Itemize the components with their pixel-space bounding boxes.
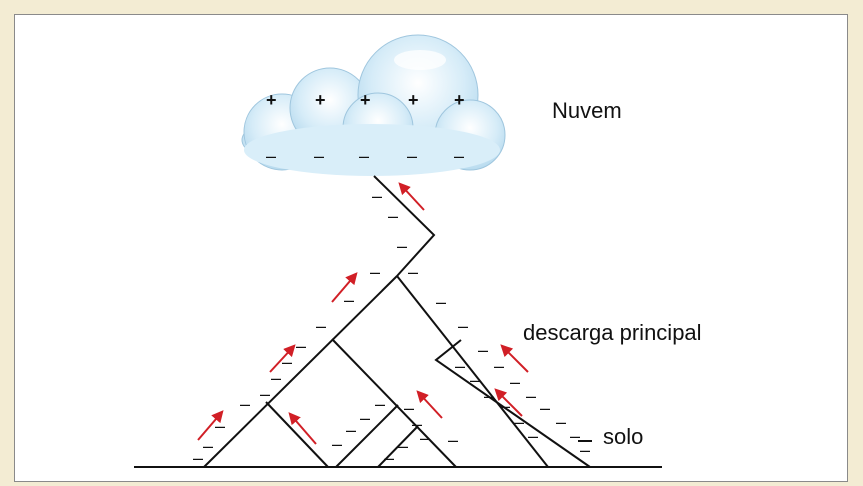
inner-branch-a [335, 404, 399, 468]
plus-sign: + [315, 90, 326, 110]
red-arrow [288, 412, 317, 445]
plus-sign: + [360, 90, 371, 110]
middle-branch [331, 338, 457, 468]
cloud-label: Nuvem [552, 98, 622, 123]
red-arrow [500, 344, 529, 373]
minus-sign: – [420, 428, 430, 448]
minus-sign: – [332, 434, 342, 454]
minus-sign: – [398, 436, 408, 456]
main-discharge-label: descarga principal [523, 320, 702, 345]
minus-sign: – [215, 416, 225, 436]
red-arrow [331, 272, 358, 303]
right-leader [396, 275, 549, 468]
minus-sign: – [240, 394, 250, 414]
left-branch [265, 401, 329, 468]
minus-sign: – [314, 146, 324, 166]
minus-sign: – [514, 412, 524, 432]
return-stroke-arrows [197, 182, 529, 445]
minus-sign: – [454, 146, 464, 166]
minus-sign: – [271, 368, 281, 388]
main-channel-top [373, 175, 436, 277]
inner-branch-b [377, 425, 419, 468]
cloud-negative-charges: – – – – – [266, 146, 464, 166]
minus-sign: – [384, 448, 394, 468]
minus-sign: – [470, 370, 480, 390]
minus-sign: – [528, 426, 538, 446]
minus-sign: – [436, 292, 446, 312]
minus-sign: – [370, 262, 380, 282]
cloud-positive-charges: + + + + + [266, 90, 465, 110]
minus-sign: – [510, 372, 520, 392]
ground-label: solo [603, 424, 643, 449]
minus-sign: – [570, 426, 580, 446]
minus-sign: – [408, 262, 418, 282]
minus-sign: – [404, 398, 414, 418]
minus-sign: – [478, 340, 488, 360]
minus-sign: – [296, 336, 306, 356]
minus-sign: – [359, 146, 369, 166]
minus-sign: – [500, 396, 510, 416]
minus-sign: – [266, 146, 276, 166]
red-arrow [494, 388, 523, 417]
minus-sign: – [372, 186, 382, 206]
minus-sign: – [484, 386, 494, 406]
minus-sign: – [360, 408, 370, 428]
left-leader [203, 275, 398, 468]
red-arrow [416, 390, 443, 419]
plus-sign: + [408, 90, 419, 110]
plus-sign: + [266, 90, 277, 110]
minus-sign: – [316, 316, 326, 336]
minus-sign: – [344, 290, 354, 310]
red-arrow [197, 410, 224, 441]
minus-sign: – [346, 420, 356, 440]
minus-sign: – [526, 386, 536, 406]
minus-sign: – [540, 398, 550, 418]
minus-sign: – [448, 430, 458, 450]
minus-sign: – [412, 414, 422, 434]
minus-sign: – [388, 206, 398, 226]
minus-sign: – [455, 356, 465, 376]
channel-negative-charges: – – – – – – – – – – – – – – – – – – – – … [193, 186, 590, 468]
minus-sign: – [260, 384, 270, 404]
minus-sign: – [397, 236, 407, 256]
minus-sign: – [193, 448, 203, 468]
minus-sign: – [556, 412, 566, 432]
red-arrow [269, 344, 296, 373]
right-branch [434, 339, 591, 468]
minus-sign: – [282, 352, 292, 372]
minus-sign: – [458, 316, 468, 336]
minus-sign: – [375, 394, 385, 414]
minus-sign: – [407, 146, 417, 166]
minus-sign: – [580, 440, 590, 460]
minus-sign: – [494, 356, 504, 376]
cloud [241, 34, 506, 176]
lightning-channels [203, 175, 591, 468]
red-arrow [398, 182, 425, 211]
minus-sign: – [203, 436, 213, 456]
plus-sign: + [454, 90, 465, 110]
